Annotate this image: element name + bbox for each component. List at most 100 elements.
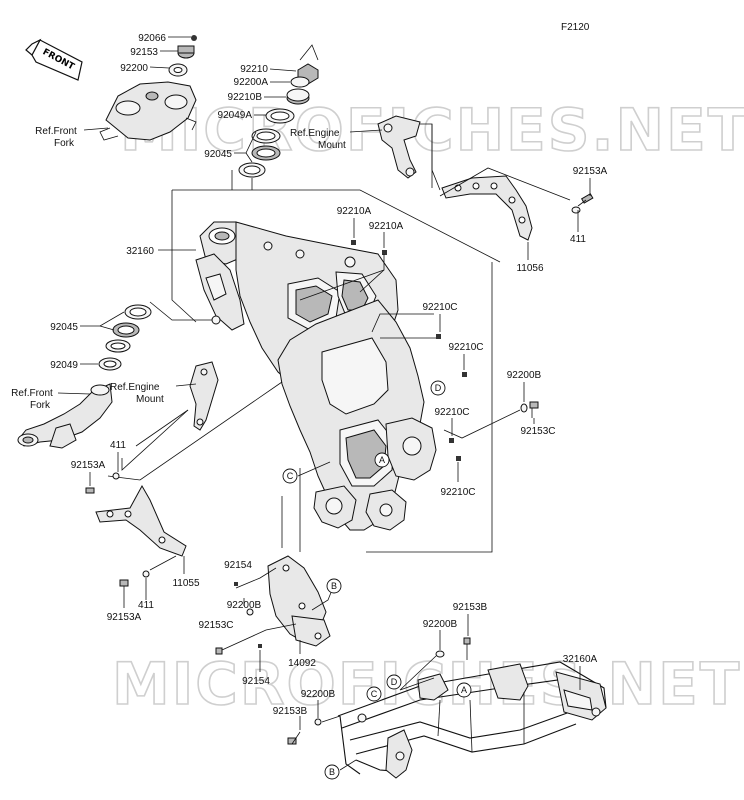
callout-C-sub: C [366,686,382,702]
bearing-92045-top-icon [238,128,281,178]
label-ref-engine-mount-top: Ref.Engine [290,128,340,139]
callout-A-sub: A [456,682,472,698]
main-frame-32160 [195,221,437,531]
svg-text:D: D [435,383,442,393]
label-92210A-1: 92210A [337,206,372,217]
bolt-92153B-r-icon [463,637,471,660]
label-11055: 11055 [172,578,200,589]
bolt-92153A-tr-icon [577,193,594,207]
label-92210A-2: 92210A [369,221,404,232]
washer-92200A-icon [290,76,310,88]
nut-92153-icon [177,45,195,59]
label-92153A-tr: 92153A [573,166,608,177]
seal-92049-left-icon [98,357,122,371]
svg-text:B: B [329,767,335,777]
bearing-92045-left-icon [105,304,152,353]
bolt-92153A-l-icon [85,487,95,494]
label-92153A-l: 92153A [71,460,106,471]
label-92210C-4: 92210C [440,487,475,498]
bolt-92153A-bl-icon [119,579,129,587]
label-411-bl: 411 [138,600,154,611]
label-ref-front-fork-left-2: Fork [30,400,51,411]
label-ref-front-fork-top-2: Fork [54,138,75,149]
svg-text:C: C [287,471,294,481]
label-92153B-b: 92153B [273,706,308,717]
bracket-11055 [95,484,187,557]
front-arrow-icon: FRONT [25,38,83,81]
label-ref-front-fork-left: Ref.Front [11,388,53,399]
label-92200B-r2: 92200B [423,619,458,630]
screw-92210A-2-icon [382,250,387,255]
engine-mount-top [377,115,421,179]
cover-14092 [267,555,331,647]
screw-92210C-2-icon [462,372,467,377]
screw-92210A-1-icon [351,240,356,245]
screw-92210C-4-icon [456,456,461,461]
callout-D-frame: D [430,380,446,396]
washer-411-tr-icon [571,206,581,214]
label-92200A: 92200A [234,77,269,88]
label-92153C-m: 92153C [198,620,233,631]
callout-A-frame: A [374,452,390,468]
screw-92154-1-icon [234,582,238,586]
label-92154-1: 92154 [224,560,252,571]
seal-92049A-icon [265,108,295,124]
nut-92210B-icon [286,88,310,105]
screw-92154-2-icon [258,644,262,648]
label-ref-engine-mount-top-2: Mount [318,140,346,151]
label-92049A: 92049A [218,110,253,121]
label-11056: 11056 [516,263,544,274]
label-92210C-1: 92210C [422,302,457,313]
washer-92200-icon [168,63,188,77]
svg-text:B: B [331,581,337,591]
svg-text:A: A [461,685,467,695]
label-92200B-m: 92200B [227,600,262,611]
callout-B-cover: B [326,578,342,594]
label-92200B-b: 92200B [301,689,336,700]
subframe-32160A [337,661,607,779]
label-14092: 14092 [288,658,316,669]
diagram-code: F2120 [561,22,590,33]
washer-92200B-r2-icon [435,650,445,658]
nut-92066-icon [191,35,197,41]
label-92045-left: 92045 [50,322,78,333]
label-411-l: 411 [110,440,126,451]
label-92066: 92066 [138,33,166,44]
lower-fork-bracket [17,383,113,449]
label-ref-engine-mount-left: Ref.Engine [110,382,160,393]
label-92153A-bl: 92153A [107,612,142,623]
bolt-92153C-r-icon [529,401,539,418]
washer-92200B-r-icon [520,403,528,413]
label-411-tr: 411 [570,234,586,245]
screw-92210C-1-icon [436,334,441,339]
bolt-92153B-b-icon [287,731,301,745]
engine-mount-left [189,361,219,431]
washer-411-l-icon [112,472,120,480]
label-92045-top: 92045 [204,149,232,160]
svg-text:A: A [379,455,385,465]
washer-92200B-m-icon [246,608,254,616]
callout-B-sub: B [324,764,340,780]
label-32160: 32160 [126,246,154,257]
label-92200: 92200 [120,63,148,74]
label-ref-front-fork-top: Ref.Front [35,126,77,137]
label-92210C-2: 92210C [448,342,483,353]
label-92153B-r: 92153B [453,602,488,613]
label-92210: 92210 [240,64,268,75]
svg-text:D: D [391,677,398,687]
bracket-11056 [441,175,533,241]
label-92210B: 92210B [228,92,263,103]
label-92210C-3: 92210C [434,407,469,418]
label-92153: 92153 [130,47,158,58]
label-92153C-r: 92153C [520,426,555,437]
bolt-92153C-m-icon [215,647,223,655]
washer-411-bl-icon [142,570,150,578]
washer-92200B-b-icon [314,718,322,726]
callout-D-sub: D [386,674,402,690]
steering-stem-head [99,81,197,141]
label-92200B-r: 92200B [507,370,542,381]
label-ref-engine-mount-left-2: Mount [136,394,164,405]
screw-92210C-3-icon [449,438,454,443]
svg-text:C: C [371,689,378,699]
